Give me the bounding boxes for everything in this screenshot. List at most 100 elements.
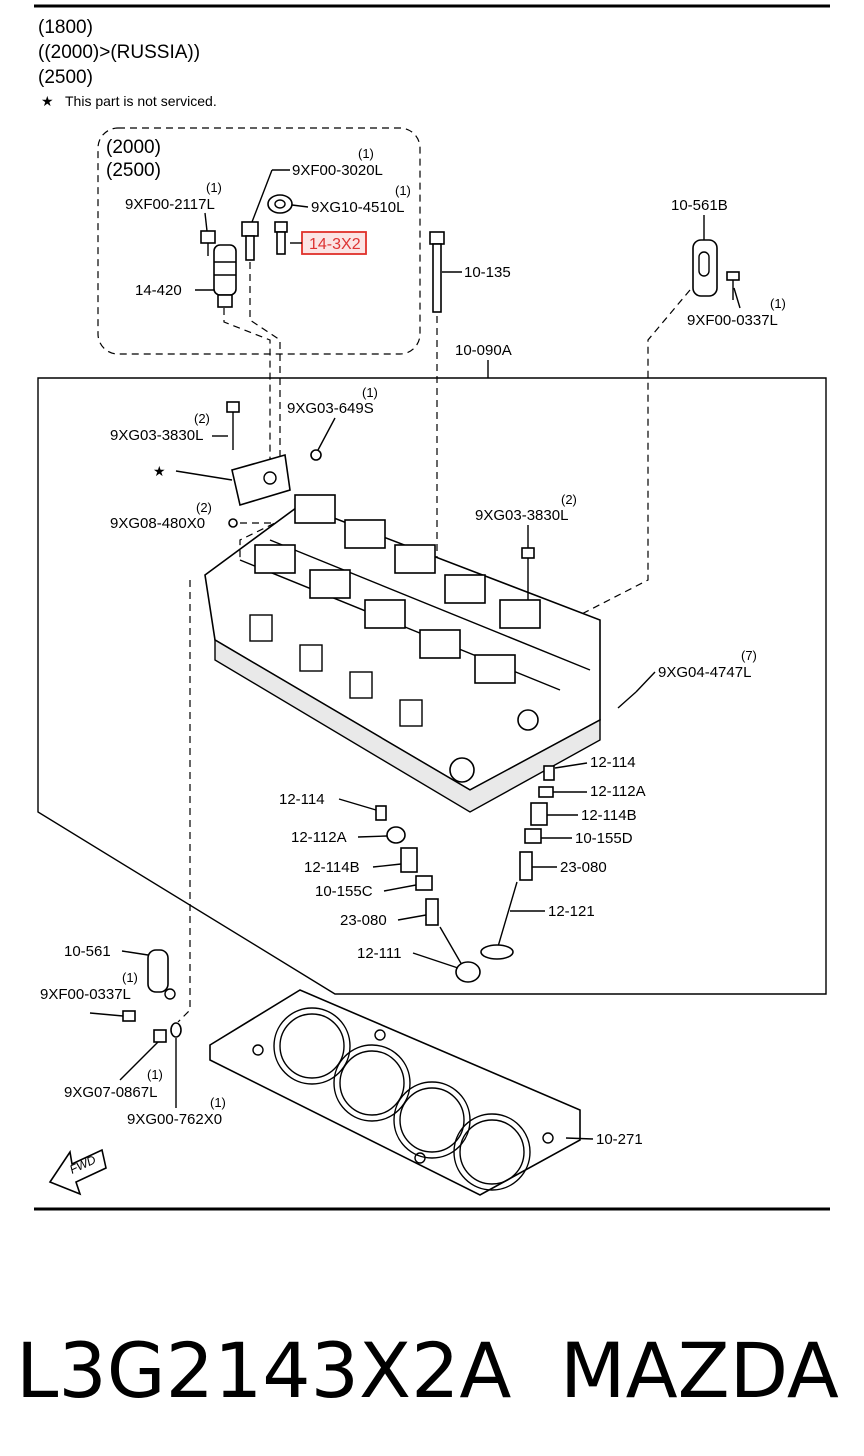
label-10-090a: 10-090A — [455, 342, 512, 359]
label-12-114-right: 12-114 — [590, 754, 636, 771]
label-9xf00-3020l: 9XF00-3020L — [292, 162, 383, 179]
label-23-080-right: 23-080 — [560, 859, 607, 876]
label-10-561: 10-561 — [64, 943, 111, 960]
label-10-135: 10-135 — [464, 264, 511, 281]
valve-stack-left — [375, 805, 481, 983]
bolt-9xg03-3830l-left — [226, 401, 240, 450]
star-icon: ★ — [41, 93, 54, 109]
qty-9xf00-3020l: (1) — [358, 146, 374, 161]
leader-23-080-left — [397, 914, 427, 921]
leader-12-114-left — [338, 798, 377, 811]
qty-9xf00-2117l: (1) — [206, 180, 222, 195]
plug-9xg07-0867l — [153, 1029, 167, 1043]
plug-9xg03-649s — [310, 449, 322, 461]
qty-9xg04-4747l: (7) — [741, 648, 757, 663]
qty-9xf00-0337l-top: (1) — [770, 296, 786, 311]
part-number: L3G2143X2A — [16, 1326, 511, 1415]
label-12-112a-left: 12-112A — [291, 829, 347, 846]
star-marker: ★ — [153, 463, 166, 479]
leader-12-114b-left — [372, 863, 402, 868]
label-9xg07-0867l: 9XG07-0867L — [64, 1084, 157, 1101]
qty-9xg08-480x0: (2) — [196, 500, 212, 515]
front-bracket — [231, 453, 291, 507]
inset-dash-leader-b — [249, 262, 281, 460]
inset-line-2: (2500) — [106, 160, 161, 181]
inset-box — [97, 127, 421, 355]
label-9xf00-0337l-top: 9XF00-0337L — [687, 312, 778, 329]
not-serviced-note: This part is not serviced. — [65, 93, 217, 109]
inset-dash-leader-a — [223, 308, 271, 460]
label-9xg08-480x0: 9XG08-480X0 — [110, 515, 205, 532]
label-12-121: 12-121 — [548, 903, 595, 920]
qty-9xg07-0867l: (1) — [147, 1067, 163, 1082]
oil-control-valve-assembly — [213, 244, 237, 308]
label-14-420: 14-420 — [135, 282, 182, 299]
leader-9xg10-4510l — [291, 204, 309, 208]
qty-9xg10-4510l: (1) — [395, 183, 411, 198]
label-9xf00-2117l: 9XF00-2117L — [125, 196, 215, 213]
dash-bottom-left — [177, 580, 191, 1023]
qty-9xg03-3830l-right: (2) — [561, 492, 577, 507]
label-9xf00-0337l-bottom: 9XF00-0337L — [40, 986, 131, 1003]
inset-line-1: (2000) — [106, 137, 161, 158]
head-gasket-10-271 — [209, 989, 581, 1196]
label-9xg10-4510l: 9XG10-4510L — [311, 199, 404, 216]
label-9xg03-3830l-right: 9XG03-3830L — [475, 507, 568, 524]
label-10-155d: 10-155D — [575, 830, 633, 847]
leader-10-155c — [383, 884, 417, 892]
label-9xg03-3830l-left: 9XG03-3830L — [110, 427, 203, 444]
qty-9xg03-649s: (1) — [362, 385, 378, 400]
cylinder-head — [204, 494, 601, 813]
label-9xg03-649s: 9XG03-649S — [287, 400, 374, 417]
port-openings — [249, 614, 423, 727]
label-12-114-left: 12-114 — [279, 791, 325, 808]
small-bolt-9xf00-2117l — [200, 230, 216, 256]
label-10-155c: 10-155C — [315, 883, 373, 900]
leader-10-561 — [121, 950, 149, 956]
label-9xg04-4747l: 9XG04-4747L — [658, 664, 751, 681]
header-line-1: (1800) — [38, 17, 93, 38]
header-line-3: (2500) — [38, 67, 93, 88]
label-12-111: 12-111 — [357, 945, 401, 962]
bolt-9xf00-3020l — [241, 221, 259, 261]
dash-10-561b — [569, 289, 691, 621]
fwd-arrow-icon: FWD — [48, 1148, 107, 1196]
washer-9xg10-4510l — [267, 194, 293, 214]
header-line-2: ((2000)>(RUSSIA)) — [38, 42, 200, 63]
washer-9xg00-762x0 — [170, 1022, 182, 1038]
qty-9xg03-3830l-left: (2) — [194, 411, 210, 426]
label-9xg00-762x0: 9XG00-762X0 — [127, 1111, 222, 1128]
brand-name: MAZDA — [560, 1326, 839, 1415]
leader-12-114-right — [554, 762, 588, 769]
qty-9xf00-0337l-bottom: (1) — [122, 970, 138, 985]
leader-9xg03-649s — [317, 417, 336, 451]
pin-9xg08-480x0 — [228, 518, 238, 528]
leader-9xf00-2117l — [204, 212, 208, 232]
leader-9xf00-0337l-bottom — [89, 1012, 124, 1017]
leader-12-111 — [412, 952, 459, 969]
label-10-271: 10-271 — [596, 1131, 643, 1148]
qty-9xg00-762x0: (1) — [210, 1095, 226, 1110]
bracket-10-561b — [692, 239, 740, 300]
leader-10-271 — [565, 1137, 594, 1140]
bracket-10-561 — [147, 949, 176, 1000]
leader-9xf00-3020l-b — [251, 169, 273, 223]
leader-star — [175, 470, 233, 481]
bolt-14-3x2 — [274, 221, 288, 255]
head-bolt-10-135 — [429, 231, 445, 313]
cylinder-head-box — [37, 377, 827, 995]
stud-9xg04-4747l — [617, 691, 637, 709]
label-10-561b: 10-561B — [671, 197, 728, 214]
label-23-080-left: 23-080 — [340, 912, 387, 929]
leader-9xf00-0337l-top — [733, 287, 741, 309]
leader-12-112a-left — [357, 835, 388, 838]
dash-9xg08 — [239, 522, 276, 560]
camshaft-caps — [254, 494, 541, 684]
highlighted-part-label: 14-3X2 — [309, 236, 361, 253]
bolt-9xf00-0337l-bottom — [122, 1010, 136, 1022]
valve-stack-right — [480, 765, 555, 960]
label-12-112a-right: 12-112A — [590, 783, 646, 800]
label-12-114b-right: 12-114B — [581, 807, 637, 824]
label-12-114b-left: 12-114B — [304, 859, 360, 876]
